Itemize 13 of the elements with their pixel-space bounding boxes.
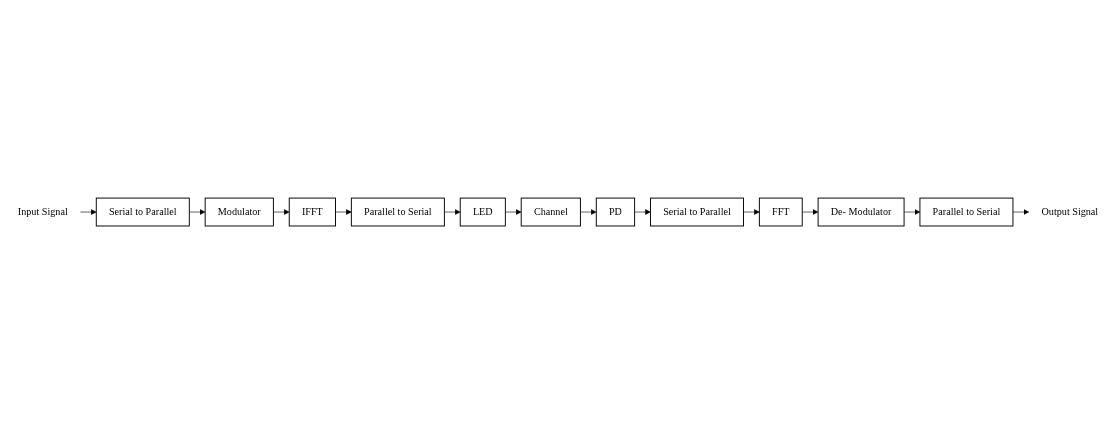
node-box: Channel <box>520 198 581 227</box>
node-box: Serial to Parallel <box>650 198 744 227</box>
node-text: Output Signal <box>1041 206 1099 218</box>
node-box: Modulator <box>204 198 274 227</box>
node-box: PD <box>595 198 636 227</box>
node-box: Parallel to Serial <box>919 198 1014 227</box>
node-box: Serial to Parallel <box>95 198 190 227</box>
node-box: Parallel to Serial <box>350 198 445 227</box>
node-box: De- Modulator <box>817 198 905 227</box>
node-box: IFFT <box>288 198 336 227</box>
node-box: LED <box>459 198 506 227</box>
node-text: Input Signal <box>17 206 68 218</box>
node-box: FFT <box>758 198 803 227</box>
